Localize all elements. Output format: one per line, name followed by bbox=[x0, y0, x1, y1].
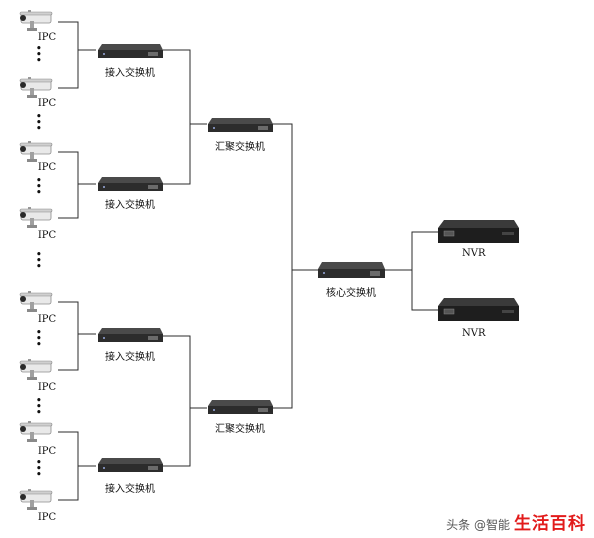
link-access3-agg2 bbox=[163, 335, 207, 409]
link-agg1-core bbox=[272, 123, 318, 271]
link-ipc4-access2 bbox=[58, 184, 79, 219]
ipc-label: IPC bbox=[37, 162, 57, 173]
ipc-label: IPC bbox=[37, 230, 57, 241]
ellipsis-dots: ••• bbox=[36, 328, 42, 350]
ip-camera-icon bbox=[16, 420, 56, 444]
ipc-label: IPC bbox=[37, 446, 57, 457]
nvr-label: NVR bbox=[462, 328, 486, 339]
link-core-nvr1 bbox=[384, 231, 438, 271]
access-switch-label: 接入交换机 bbox=[105, 200, 155, 211]
aggregation-switch-label: 汇聚交换机 bbox=[215, 424, 265, 435]
link-agg2-core bbox=[272, 270, 293, 409]
watermark-prefix: 头条 @智能 bbox=[446, 518, 510, 532]
nvr-label: NVR bbox=[462, 248, 486, 259]
ellipsis-dots: ••• bbox=[36, 176, 42, 198]
link-access4-agg2 bbox=[163, 408, 191, 467]
ipc-label: IPC bbox=[37, 314, 57, 325]
ip-camera-icon bbox=[16, 206, 56, 230]
core-switch-icon bbox=[316, 260, 386, 284]
ip-camera-icon bbox=[16, 76, 56, 100]
ellipsis-dots: ••• bbox=[36, 44, 42, 66]
link-access2-agg1 bbox=[163, 124, 191, 185]
link-ipc2-access1 bbox=[58, 50, 79, 89]
ellipsis-dots: ••• bbox=[36, 396, 42, 418]
ipc-label: IPC bbox=[37, 382, 57, 393]
ip-camera-icon bbox=[16, 9, 56, 33]
aggregation-switch-icon bbox=[206, 116, 274, 138]
access-switch-label: 接入交换机 bbox=[105, 484, 155, 495]
ip-camera-icon bbox=[16, 290, 56, 314]
link-ipc3-access2 bbox=[58, 151, 96, 185]
ellipsis-dots: ••• bbox=[36, 458, 42, 480]
link-ipc5-access3 bbox=[58, 301, 96, 335]
ipc-label: IPC bbox=[37, 512, 57, 523]
watermark: 头条 @智能 生活百科 bbox=[446, 509, 586, 534]
link-ipc1-access1 bbox=[58, 21, 96, 51]
nvr-icon bbox=[436, 218, 520, 250]
access-switch-label: 接入交换机 bbox=[105, 68, 155, 79]
watermark-brand: 生活百科 bbox=[514, 514, 586, 534]
nvr-icon bbox=[436, 296, 520, 328]
ip-camera-icon bbox=[16, 488, 56, 512]
core-switch-label: 核心交换机 bbox=[326, 288, 376, 299]
access-switch-icon bbox=[96, 175, 164, 197]
access-switch-icon bbox=[96, 326, 164, 348]
link-access1-agg1 bbox=[163, 49, 207, 125]
ellipsis-dots: ••• bbox=[36, 112, 42, 134]
access-switch-label: 接入交换机 bbox=[105, 352, 155, 363]
ipc-label: IPC bbox=[37, 98, 57, 109]
ip-camera-icon bbox=[16, 140, 56, 164]
aggregation-switch-icon bbox=[206, 398, 274, 420]
access-switch-icon bbox=[96, 42, 164, 64]
link-ipc6-access3 bbox=[58, 334, 79, 371]
access-switch-icon bbox=[96, 456, 164, 478]
link-ipc7-access4 bbox=[58, 431, 96, 467]
link-ipc8-access4 bbox=[58, 466, 79, 501]
ellipsis-dots: ••• bbox=[36, 250, 42, 272]
aggregation-switch-label: 汇聚交换机 bbox=[215, 142, 265, 153]
ip-camera-icon bbox=[16, 358, 56, 382]
ipc-label: IPC bbox=[37, 32, 57, 43]
link-core-nvr2 bbox=[384, 269, 438, 311]
